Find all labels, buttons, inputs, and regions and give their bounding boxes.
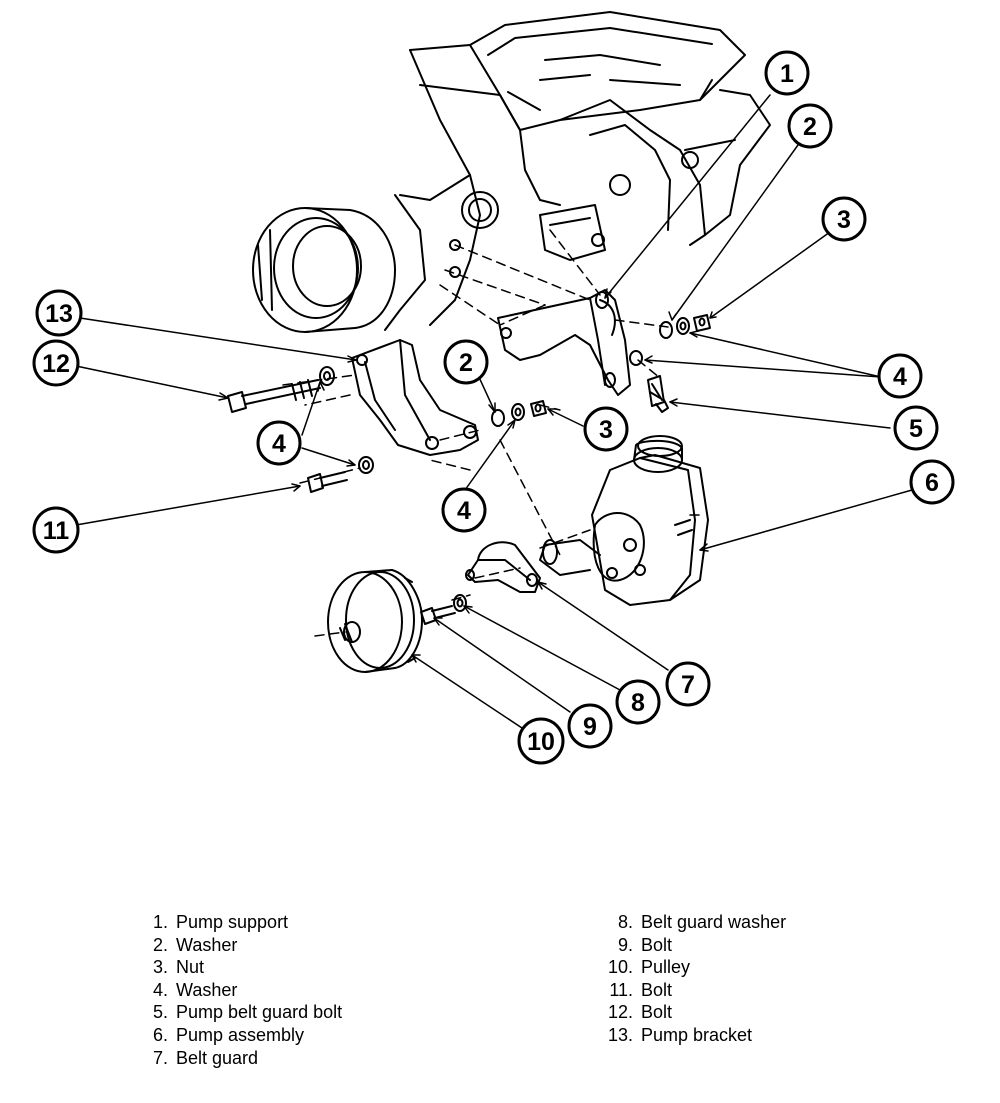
legend-item: 4.Washer xyxy=(152,979,238,1000)
callout-2: 2 xyxy=(803,113,817,141)
callout-2-center: 2 xyxy=(459,349,473,377)
legend-item: 8.Belt guard washer xyxy=(617,912,787,932)
legend-item: 1.Pump support xyxy=(152,912,289,932)
callout-4-center: 4 xyxy=(457,497,471,525)
pump-assembly xyxy=(539,435,709,606)
legend-item: 3.Nut xyxy=(152,957,205,978)
exploded-view-diagram: 1 2 3 4 5 6 7 8 9 10 11 12 13 4 4 2 3 xyxy=(32,11,955,765)
callout-13: 13 xyxy=(45,300,73,328)
bolt-11 xyxy=(307,456,374,493)
pump-belt-guard-bolt xyxy=(647,375,669,413)
callout-4: 4 xyxy=(893,363,907,391)
callout-12: 12 xyxy=(42,350,70,378)
callout-5: 5 xyxy=(909,415,923,443)
legend-item: 12.Bolt xyxy=(607,1002,673,1023)
pump-bracket xyxy=(351,339,479,456)
callout-4-left: 4 xyxy=(272,430,286,458)
washer-nut-set-center xyxy=(491,400,547,427)
legend-item: 13.Pump bracket xyxy=(607,1024,753,1045)
bolt-12 xyxy=(227,366,335,413)
legend-item: 2.Washer xyxy=(152,934,238,955)
callout-6: 6 xyxy=(925,469,939,497)
legend-left-column: 1.Pump support 2.Washer 3.Nut 4.Washer 5… xyxy=(148,911,342,1069)
pulley xyxy=(327,569,423,673)
callout-labels: 1 2 3 4 5 6 7 8 9 10 11 12 13 4 4 2 3 xyxy=(42,60,939,756)
belt-guard xyxy=(465,541,541,593)
callout-3-center: 3 xyxy=(599,416,613,444)
legend-item: 7.Belt guard xyxy=(152,1047,259,1068)
legend-item: 5.Pump belt guard bolt xyxy=(152,1002,343,1023)
callout-7: 7 xyxy=(681,671,695,699)
callout-9: 9 xyxy=(583,713,597,741)
callout-11: 11 xyxy=(43,517,70,545)
callout-8: 8 xyxy=(631,689,645,717)
leader-lines xyxy=(75,94,913,729)
belt-guard-washer-and-bolt xyxy=(420,594,467,625)
legend-item: 11.Bolt xyxy=(609,979,673,1000)
legend-right-column: 8.Belt guard washer 9.Bolt 10.Pulley 11.… xyxy=(602,911,786,1047)
washer-nut-set-right xyxy=(629,314,711,366)
callout-circles xyxy=(32,50,955,765)
pump-support xyxy=(497,289,631,396)
legend-item: 10.Pulley xyxy=(607,957,691,978)
callout-10: 10 xyxy=(527,728,555,756)
legend-item: 6.Pump assembly xyxy=(152,1024,305,1045)
engine-block xyxy=(252,11,771,333)
callout-3: 3 xyxy=(837,206,851,234)
legend-item: 9.Bolt xyxy=(617,934,673,955)
callout-1: 1 xyxy=(780,60,794,88)
